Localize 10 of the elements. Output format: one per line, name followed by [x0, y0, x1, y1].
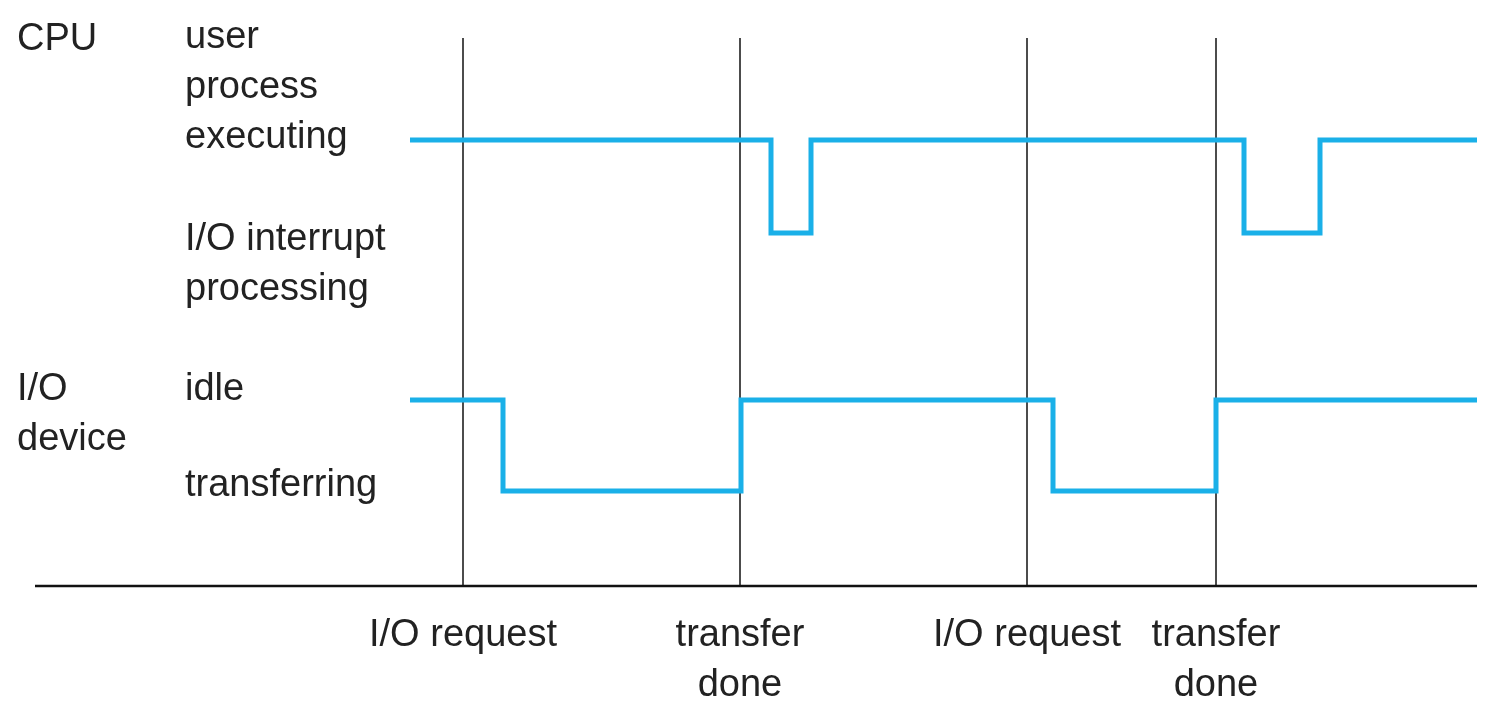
row-label: CPU: [17, 15, 99, 60]
row-label: idle: [185, 365, 246, 410]
row-label: I/O interrupt processing: [185, 215, 387, 310]
event-label: I/O request: [932, 611, 1122, 656]
event-label: I/O request: [368, 611, 558, 656]
row-label: I/O device: [17, 365, 128, 460]
row-label: transferring: [185, 461, 379, 506]
event-label: transfer done: [1150, 611, 1282, 706]
row-label: user process executing: [185, 13, 349, 158]
event-label: transfer done: [674, 611, 806, 706]
